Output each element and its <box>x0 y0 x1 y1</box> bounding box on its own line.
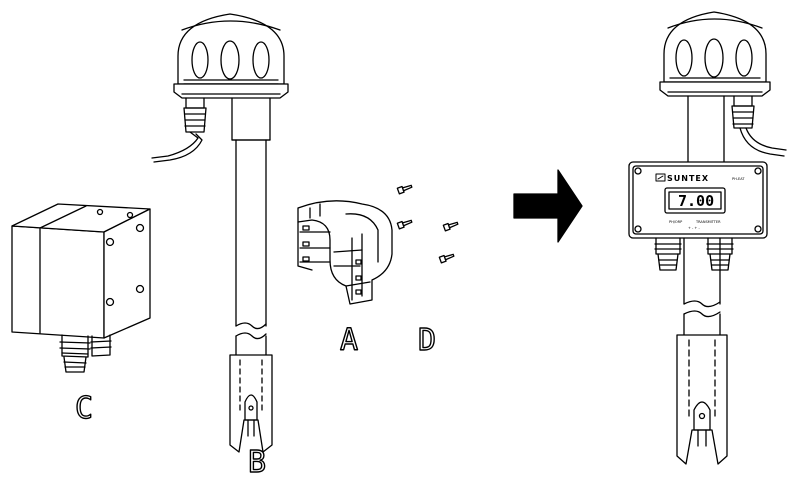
screw-icon <box>396 184 413 195</box>
label-part-b: B <box>248 445 266 478</box>
label-part-a: A <box>340 323 358 358</box>
lcd-readout: 7.00 <box>678 192 714 210</box>
screw-icon <box>396 219 413 230</box>
brand-logo-text: SUNTEX <box>667 174 709 183</box>
screws-d <box>396 184 459 264</box>
label-part-d: D <box>418 323 436 358</box>
label-part-c: C <box>75 391 93 426</box>
caption-right: TRANSMITTER <box>695 220 721 224</box>
caption-sub: + - + - <box>688 226 700 230</box>
screw-icon <box>442 221 459 232</box>
mounting-clamp-a <box>297 200 393 305</box>
assembled-unit: SUNTEX PH-EAT 7.00 PH/ORP TRANSMITTER + … <box>628 11 787 465</box>
screw-icon <box>438 253 455 264</box>
caption-left: PH/ORP <box>669 220 682 224</box>
right-arrow-icon <box>513 169 583 243</box>
model-label: PH-EAT <box>732 177 745 181</box>
sensor-probe-b <box>151 13 289 453</box>
junction-box-c <box>11 203 151 373</box>
